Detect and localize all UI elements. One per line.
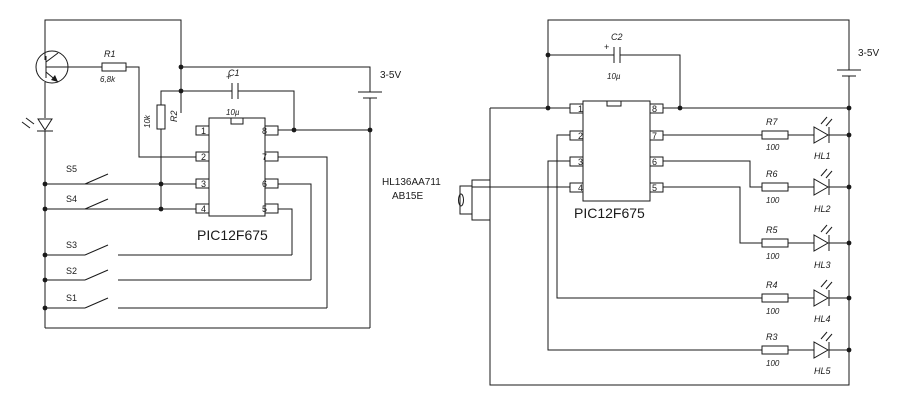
row-r5-hl3: R5 100 HL3	[761, 224, 852, 270]
c2-plus: +	[604, 42, 609, 52]
switch-s1: S1	[42, 293, 327, 311]
r5-resistor	[761, 238, 789, 248]
switch-s2-label: S2	[66, 266, 77, 276]
left-ic: 1 2 3 4 8 7 6 5 PIC12F675	[195, 117, 279, 243]
right-ic-pin-7: 7	[652, 131, 657, 141]
switch-s5-label: S5	[66, 164, 77, 174]
left-ic-name: PIC12F675	[197, 227, 268, 243]
r4-ref: R4	[766, 280, 778, 290]
hl2-label: HL2	[814, 204, 831, 214]
left-ic-pin-3: 3	[201, 179, 206, 189]
r1-value: 6,8k	[100, 75, 116, 84]
hl1-label: HL1	[814, 151, 831, 161]
r7-resistor	[761, 130, 789, 140]
hl4-led	[813, 289, 830, 307]
r5-value: 100	[766, 252, 780, 261]
right-ic-pin-3: 3	[578, 157, 583, 167]
r4-value: 100	[766, 307, 780, 316]
r6-value: 100	[766, 196, 780, 205]
right-ic-pin-8: 8	[652, 104, 657, 114]
switch-s4: S4	[42, 194, 109, 212]
r4-resistor	[761, 293, 789, 303]
right-ic: 1 2 3 4 8 7 6 5 PIC12F675	[569, 100, 664, 221]
left-ic-pin-4: 4	[201, 204, 206, 214]
left-ic-pin-2-lead	[195, 151, 210, 162]
r7-ref: R7	[766, 117, 778, 127]
ir-led	[21, 117, 53, 132]
hl5-led	[813, 341, 830, 359]
right-battery-label: 3-5V	[858, 48, 879, 59]
r2-resistor: R2 10k	[143, 104, 179, 130]
left-ic-pin-8: 8	[262, 126, 267, 136]
hl1-led	[813, 126, 830, 144]
right-ic-pin-6: 6	[652, 157, 657, 167]
right-ic-pin-1: 1	[578, 104, 583, 114]
hl5-label: HL5	[814, 366, 832, 376]
row-r4-hl4: R4 100 HL4	[761, 279, 852, 324]
left-ic-pin-7: 7	[262, 152, 267, 162]
left-circuit: R1 6,8k R2 10k	[21, 19, 401, 329]
r1-ref: R1	[104, 49, 116, 59]
left-ic-pin-5: 5	[262, 204, 267, 214]
switch-s3-label: S3	[66, 240, 77, 250]
r7-value: 100	[766, 143, 780, 152]
hl2-led	[813, 178, 830, 196]
right-ic-pin-2: 2	[578, 131, 583, 141]
left-ic-pin-2: 2	[201, 152, 206, 162]
r2-value: 10k	[143, 114, 152, 128]
switch-s4-label: S4	[66, 194, 77, 204]
switch-s5: S5	[42, 164, 109, 187]
right-ic-pin-5: 5	[652, 183, 657, 193]
transistor	[35, 50, 69, 84]
r3-resistor	[761, 345, 789, 355]
r1-resistor: R1 6,8k	[100, 49, 127, 84]
switch-s3: S3	[42, 240, 292, 258]
left-battery-label: 3-5V	[380, 70, 401, 81]
hl3-led	[813, 234, 830, 252]
r6-ref: R6	[766, 169, 778, 179]
r3-value: 100	[766, 359, 780, 368]
switch-s1-label: S1	[66, 293, 77, 303]
c1-capacitor: + C1 10µ	[226, 68, 240, 117]
receiver-part-line2: AB15E	[392, 191, 423, 202]
row-r6-hl2: R6 100 HL2	[761, 168, 852, 214]
r5-ref: R5	[766, 225, 778, 235]
right-ic-pin-4: 4	[578, 183, 583, 193]
left-ic-pin-1: 1	[201, 126, 206, 136]
r6-resistor	[761, 182, 789, 192]
c1-plus: +	[226, 72, 231, 82]
r3-ref: R3	[766, 332, 778, 342]
c2-ref: C2	[611, 32, 623, 42]
receiver-part-line1: HL136AA711	[382, 177, 441, 188]
switch-s2: S2	[42, 266, 311, 283]
hl3-label: HL3	[814, 260, 831, 270]
ir-receiver: HL136AA711 AB15E	[382, 177, 491, 221]
left-ic-pin-6: 6	[262, 179, 267, 189]
c1-value: 10µ	[226, 108, 240, 117]
hl4-label: HL4	[814, 314, 831, 324]
right-circuit: + C2 10µ 3-5V 1 2 3 4	[382, 19, 879, 386]
row-r7-hl1: R7 100 HL1	[761, 116, 852, 161]
c1-ref: C1	[228, 68, 240, 78]
row-r3-hl5: R3 100 HL5	[761, 331, 852, 376]
r2-ref: R2	[169, 110, 179, 122]
left-ic-pin-1-lead	[195, 125, 210, 136]
left-battery: 3-5V	[358, 70, 401, 99]
right-battery: 3-5V	[837, 48, 879, 77]
right-ic-name: PIC12F675	[574, 205, 645, 221]
c2-capacitor: + C2 10µ	[604, 32, 623, 81]
c2-value: 10µ	[607, 72, 621, 81]
